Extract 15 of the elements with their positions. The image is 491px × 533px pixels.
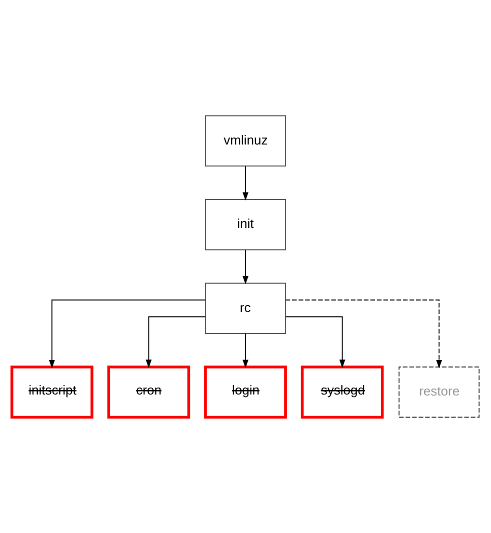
node-box: rc <box>205 282 286 334</box>
arrow <box>242 333 248 368</box>
node-box: vmlinuz <box>205 115 286 166</box>
node-box: restore <box>398 366 480 418</box>
arrow <box>285 316 346 368</box>
node-box: cron <box>107 366 190 419</box>
arrow <box>146 316 206 368</box>
arrow <box>242 166 248 201</box>
node-box: syslogd <box>300 366 384 419</box>
arrow <box>285 300 442 368</box>
node-box: login <box>204 366 287 419</box>
node-box: initscript <box>10 366 94 419</box>
arrow <box>242 249 248 284</box>
arrow <box>48 300 206 368</box>
node-box: init <box>205 199 286 250</box>
